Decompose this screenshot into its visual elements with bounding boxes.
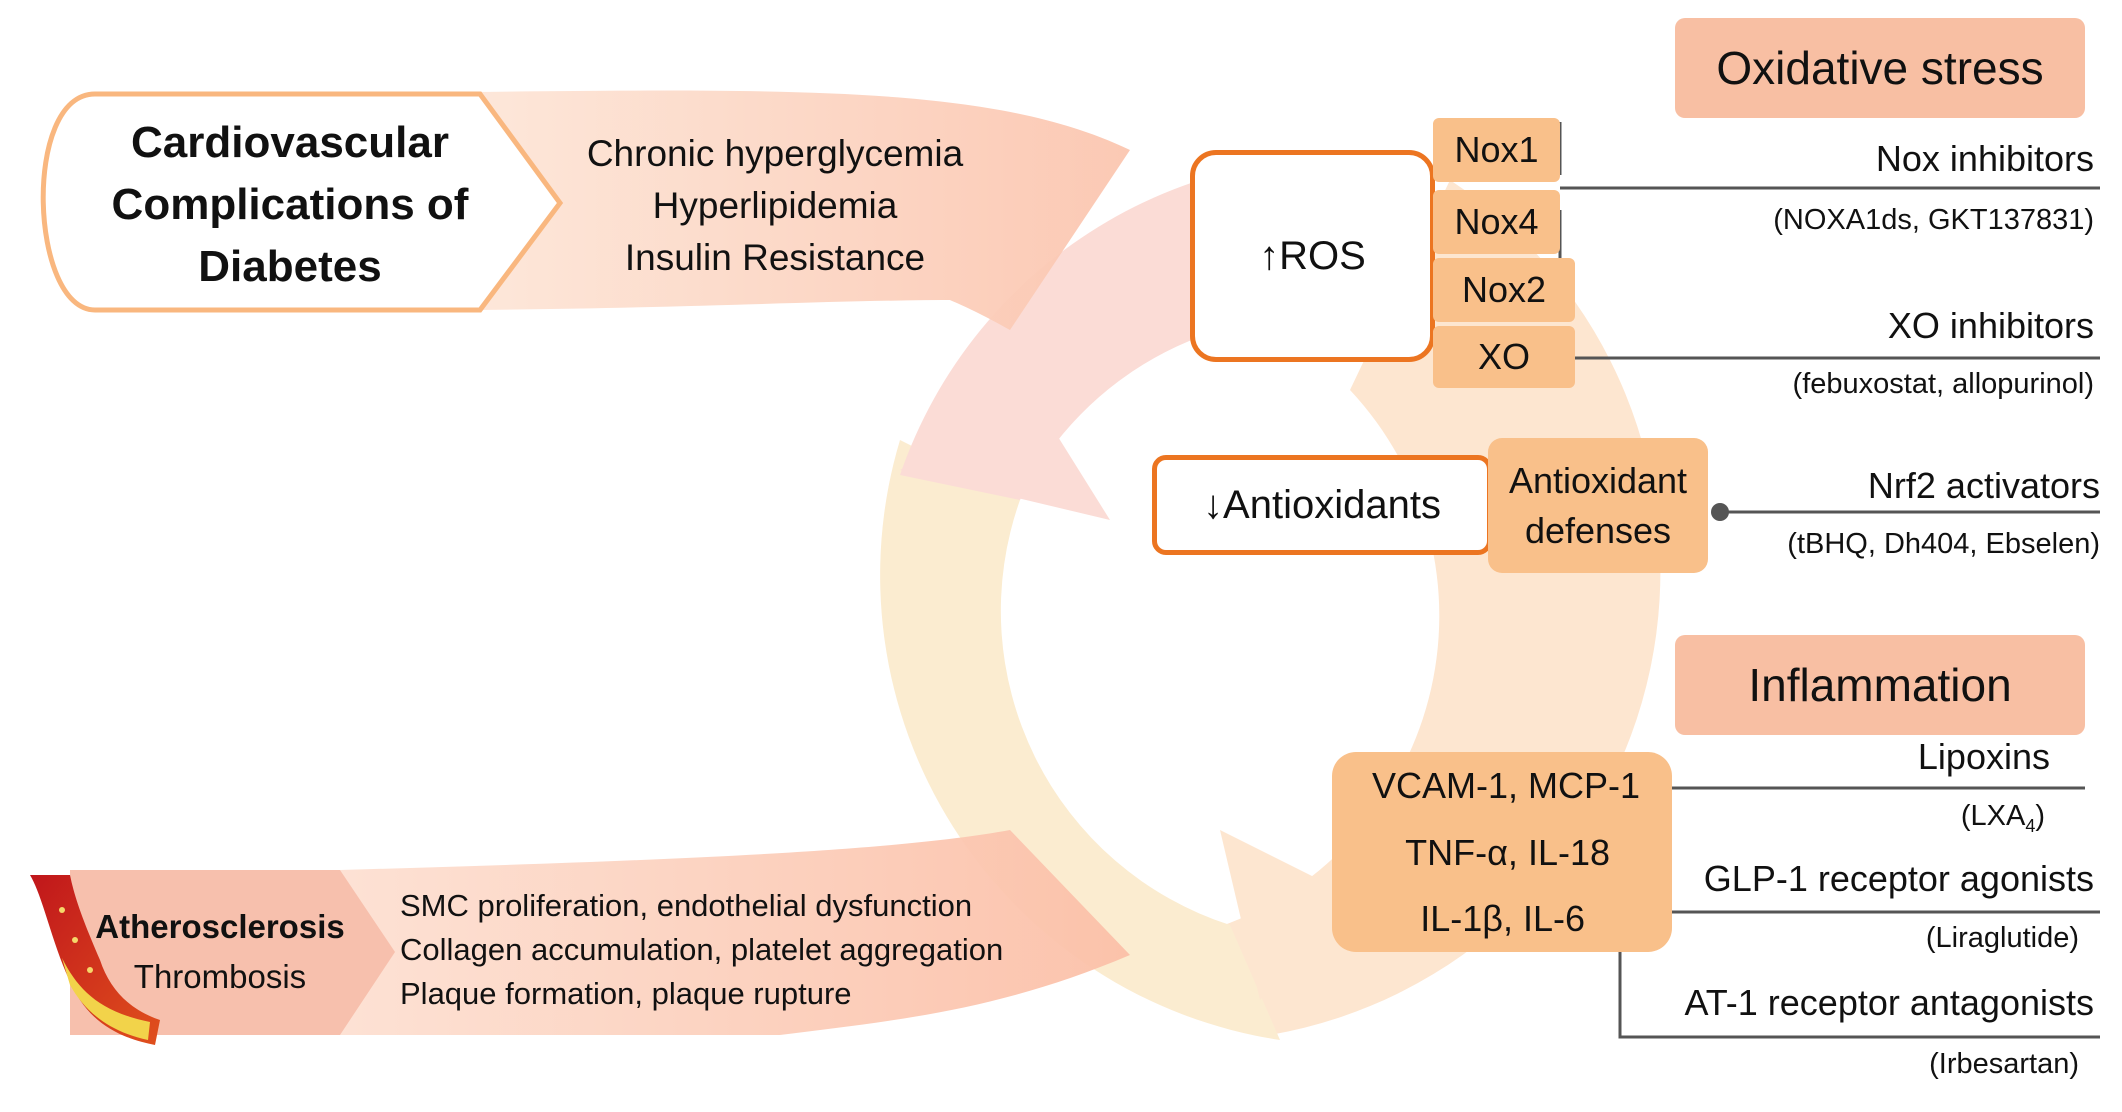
source-xo: XO	[1433, 326, 1575, 388]
diagram-title: Cardiovascular Complications of Diabetes	[95, 110, 485, 300]
inflammation-marker: VCAM-1, MCP-1	[1371, 765, 1640, 806]
outcome-process-item: SMC proliferation, endothelial dysfuncti…	[400, 888, 973, 923]
diagram-title-text: Cardiovascular Complications of Diabetes	[111, 118, 469, 291]
oxidative-stress-header: Oxidative stress	[1675, 18, 2085, 118]
risk-factor-item: Insulin Resistance	[624, 237, 926, 278]
source-nox4: Nox4	[1433, 190, 1560, 254]
risk-factor-item: Hyperlipidemia	[652, 185, 898, 226]
antioxidant-defenses-line: Antioxidant	[1508, 459, 1688, 501]
intervention-examples-prefix: (LXA	[1960, 800, 2026, 832]
inflammation-header: Inflammation	[1675, 635, 2085, 735]
intervention-examples: (Liraglutide)	[1925, 922, 2079, 954]
outcome-process-list: SMC proliferation, endothelial dysfuncti…	[400, 884, 1003, 1016]
intervention-name: Lipoxins	[1917, 736, 2050, 777]
source-label: Nox2	[1461, 269, 1547, 310]
outcome-process-item: Plaque formation, plaque rupture	[400, 976, 852, 1011]
cycle-arrowhead-pink	[900, 400, 1110, 520]
title-shape	[40, 91, 564, 313]
outcome-title: Atherosclerosis	[95, 908, 345, 945]
inflammation-marker: IL-1β, IL-6	[1420, 898, 1585, 939]
antioxidants-box: ↓Antioxidants	[1152, 455, 1492, 555]
intervention-examples: (Irbesartan)	[1929, 1048, 2079, 1080]
inflammation-header-text: Inflammation	[1748, 659, 2012, 711]
source-nox2: Nox2	[1433, 258, 1575, 322]
intervention-examples: (LXA4)	[1961, 800, 2045, 837]
intervention-examples-suffix: )	[2035, 800, 2045, 832]
antioxidant-defenses-line: defenses	[1524, 509, 1672, 551]
antioxidants-label: ↓Antioxidants	[1203, 482, 1441, 527]
source-nox1: Nox1	[1433, 118, 1560, 182]
outcome-label: Atherosclerosis Thrombosis	[80, 902, 360, 1002]
outcome-shape	[70, 870, 395, 1035]
cycle-arrowhead-yellow	[1220, 830, 1360, 1000]
intervention-examples-sub: 4	[2025, 815, 2036, 836]
outcome-subtitle: Thrombosis	[133, 958, 307, 995]
ros-box: ↑ROS	[1190, 150, 1435, 362]
antioxidant-defenses-box: Antioxidant defenses	[1488, 438, 1708, 573]
intervention-name: AT-1 receptor antagonists	[1684, 982, 2094, 1023]
risk-factor-item: Chronic hyperglycemia	[586, 133, 964, 174]
risk-factor-band	[470, 90, 1130, 330]
artery-plaque-icon	[30, 875, 160, 1045]
source-label: Nox4	[1454, 201, 1539, 242]
activation-dot-icon	[1711, 503, 1729, 521]
cycle-ring-yellow	[880, 440, 1280, 1040]
outcome-process-item: Collagen accumulation, platelet aggregat…	[400, 932, 1004, 967]
source-label: XO	[1477, 336, 1530, 377]
ros-label: ↑ROS	[1259, 233, 1366, 278]
outcome-band	[340, 830, 1130, 1035]
intervention-name: XO inhibitors	[1887, 305, 2094, 346]
inflammation-marker: TNF-α, IL-18	[1405, 832, 1610, 873]
oxidative-stress-header-text: Oxidative stress	[1716, 42, 2044, 94]
risk-factor-list: Chronic hyperglycemia Hyperlipidemia Ins…	[560, 128, 990, 284]
intervention-name: Nox inhibitors	[1875, 138, 2094, 179]
source-label: Nox1	[1454, 129, 1539, 170]
intervention-examples: (NOXA1ds, GKT137831)	[1773, 204, 2094, 236]
intervention-examples: (tBHQ, Dh404, Ebselen)	[1787, 528, 2100, 560]
intervention-name: Nrf2 activators	[1867, 465, 2100, 506]
intervention-examples: (febuxostat, allopurinol)	[1792, 368, 2094, 400]
intervention-name: GLP-1 receptor agonists	[1703, 858, 2094, 899]
inflammation-markers-box	[1332, 752, 1672, 952]
